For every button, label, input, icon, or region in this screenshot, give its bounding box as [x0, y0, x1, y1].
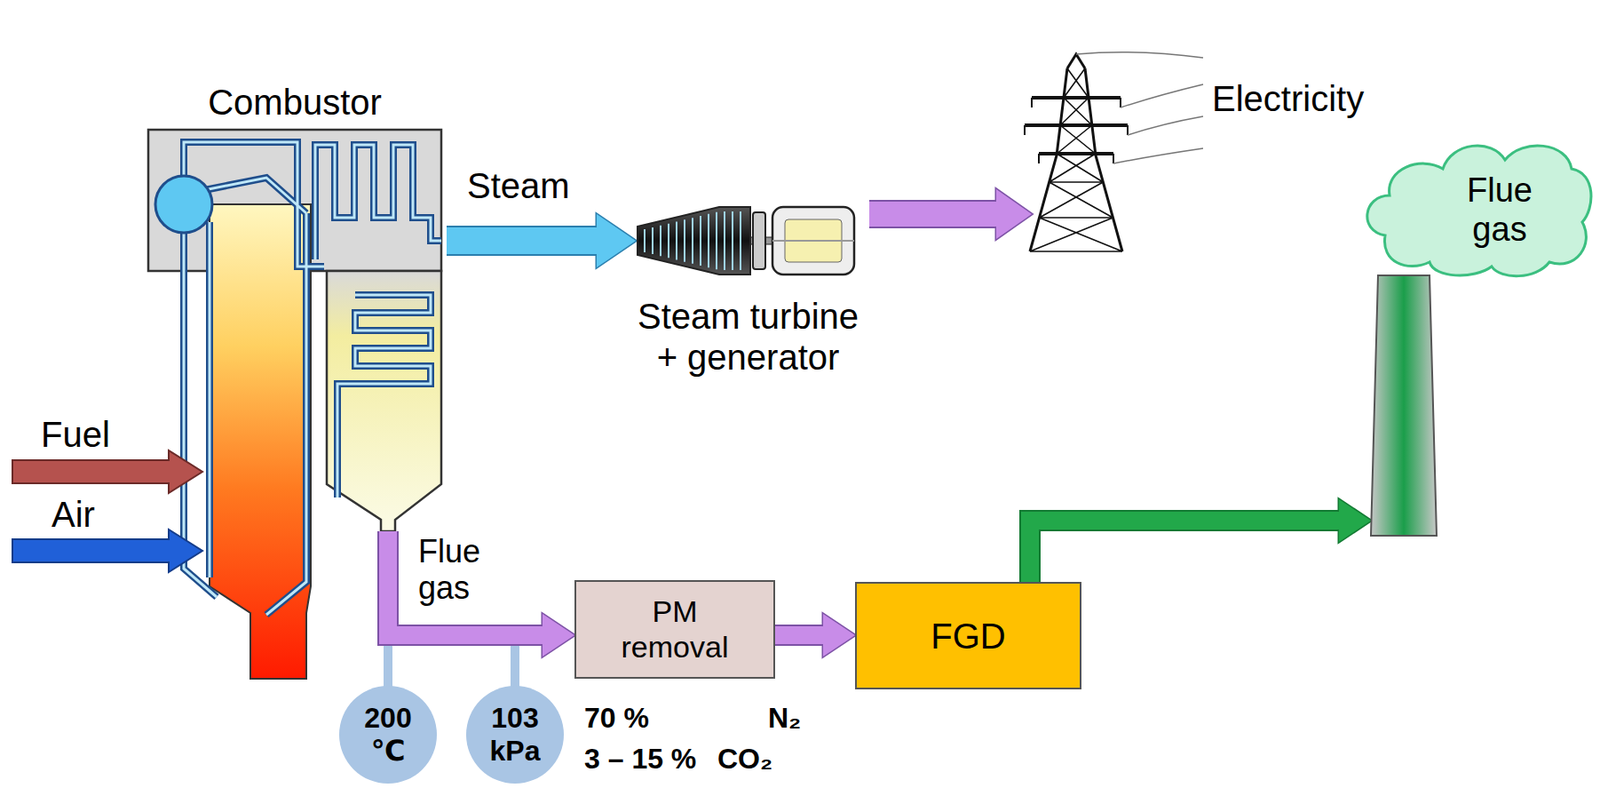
rect-part	[752, 212, 766, 270]
arrow-head	[542, 613, 575, 657]
node-text: PM removal	[608, 594, 742, 664]
air-arrow	[12, 529, 203, 572]
annotation-label: N₂	[768, 701, 801, 735]
path-part	[1367, 145, 1592, 277]
arrow-outline	[446, 225, 599, 256]
furnace	[209, 204, 311, 679]
flow-arrow	[388, 530, 575, 657]
tube-outline	[183, 142, 442, 615]
arrow-outline	[388, 530, 545, 635]
line-part	[667, 223, 670, 259]
stack-with-flue-gas-cloud: Flue gas	[1358, 128, 1597, 538]
label-holder: N₂	[768, 701, 801, 735]
flow-arrow	[775, 613, 856, 657]
flow-arrow	[1029, 499, 1371, 582]
line-part	[723, 211, 726, 270]
node-text: Combustor	[148, 81, 442, 123]
flow-arrow	[869, 189, 1032, 239]
label-holder: Fuel	[40, 413, 111, 455]
annotation-label: 3 – 15 %	[584, 742, 697, 776]
arrow-head	[1338, 499, 1371, 542]
sensor-stem	[510, 641, 520, 690]
line-part	[707, 213, 710, 268]
steam-drum	[155, 175, 213, 233]
pressure-circle: 103 kPa	[466, 685, 564, 784]
arrow-head	[823, 613, 856, 657]
line-part	[772, 239, 855, 242]
path-part	[1039, 182, 1114, 218]
arrow-body	[446, 227, 599, 254]
node-text: Flue gas	[1450, 171, 1549, 249]
path-part	[1024, 97, 1128, 154]
arrow-head	[596, 213, 636, 268]
arrow-body	[869, 201, 999, 227]
arrow-head	[996, 189, 1032, 239]
label-holder: Air	[51, 493, 96, 535]
label-holder: 70 %	[584, 701, 650, 735]
path-part	[1056, 125, 1096, 154]
transmission-tower: Electricity	[1021, 48, 1403, 262]
g-part	[1024, 52, 1204, 252]
arrow-outline	[1029, 520, 1341, 582]
flow-arrow	[446, 213, 636, 268]
fuel-arrow	[12, 450, 203, 493]
arrow-body	[388, 530, 545, 635]
line-part	[699, 215, 702, 266]
annotation-label: Air	[51, 493, 96, 535]
line-part	[691, 217, 694, 264]
temperature-circle: 200 ℃	[339, 685, 437, 784]
edge-label-holder: Flue gas	[418, 532, 507, 607]
node-text: Steam turbine + generator	[630, 295, 866, 378]
arrow-head-outline	[596, 213, 636, 268]
annotation-label: CO₂	[717, 742, 773, 776]
path-part	[1063, 68, 1089, 98]
arrow-head-outline	[542, 613, 575, 657]
pm-removal-box: PM removal	[574, 579, 776, 679]
path-part	[1076, 52, 1204, 164]
tube-core	[183, 142, 442, 615]
node-text: FGD	[879, 615, 1058, 657]
node-text: Electricity	[1211, 78, 1399, 119]
combustor-unit: Combustor	[148, 81, 447, 531]
annotation-label: Fuel	[40, 413, 111, 455]
label-holder: 3 – 15 %	[584, 742, 697, 776]
edge-label-holder: Steam	[467, 165, 571, 206]
line-part	[683, 219, 686, 262]
node-text: 200 ℃	[352, 701, 424, 768]
line-part	[731, 211, 734, 270]
path-part	[1029, 217, 1123, 252]
path-part	[1024, 97, 1128, 164]
label-holder: CO₂	[717, 742, 773, 776]
arrow-head-outline	[996, 189, 1032, 239]
arrow-outline	[869, 199, 999, 229]
arrow-head-outline	[823, 613, 856, 657]
rect-part	[772, 206, 855, 275]
arrow-body	[775, 625, 825, 644]
polygon-part	[637, 206, 751, 275]
node-text: 103 kPa	[479, 701, 551, 768]
line-part	[651, 227, 654, 254]
arrow-outline	[775, 624, 825, 646]
line-part	[715, 212, 718, 270]
line-part	[643, 229, 646, 253]
edge-label: Flue gas	[418, 532, 507, 607]
arrow-head-outline	[1338, 499, 1371, 542]
edge-label: Steam	[467, 165, 571, 206]
line-part	[739, 211, 742, 270]
sensor-stem	[383, 641, 393, 690]
line-part	[659, 225, 662, 256]
polygon-part	[1370, 275, 1437, 536]
line-part	[675, 221, 678, 260]
fgd-box: FGD	[855, 581, 1082, 690]
path-part	[1049, 153, 1104, 183]
annotation-label: 70 %	[584, 701, 650, 735]
path-part	[1060, 97, 1093, 126]
tower-drawing	[1021, 48, 1208, 262]
turbine-drawing	[621, 199, 875, 282]
steam-turbine-generator: Steam turbine + generator	[621, 199, 875, 382]
arrow-body	[1029, 520, 1341, 582]
